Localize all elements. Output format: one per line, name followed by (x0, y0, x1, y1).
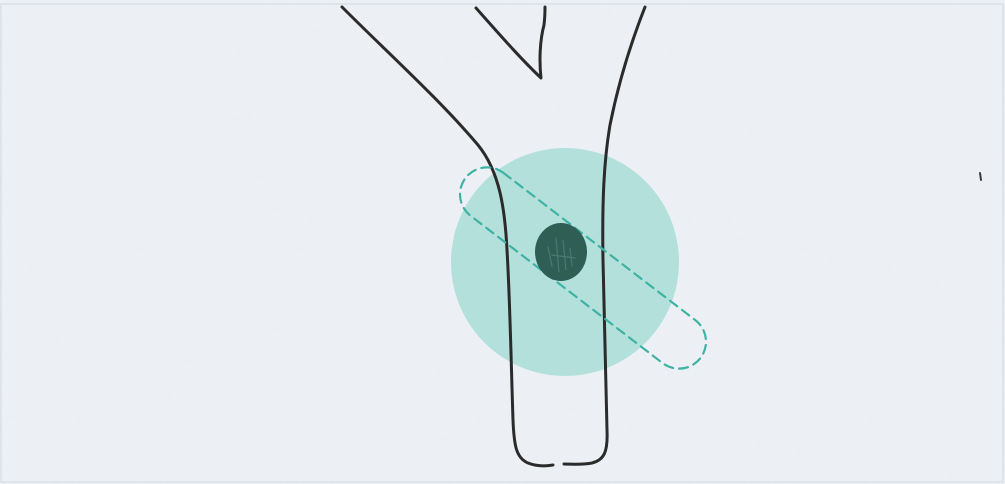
ink-speck (980, 173, 981, 180)
dark-spot-icon (535, 223, 587, 281)
